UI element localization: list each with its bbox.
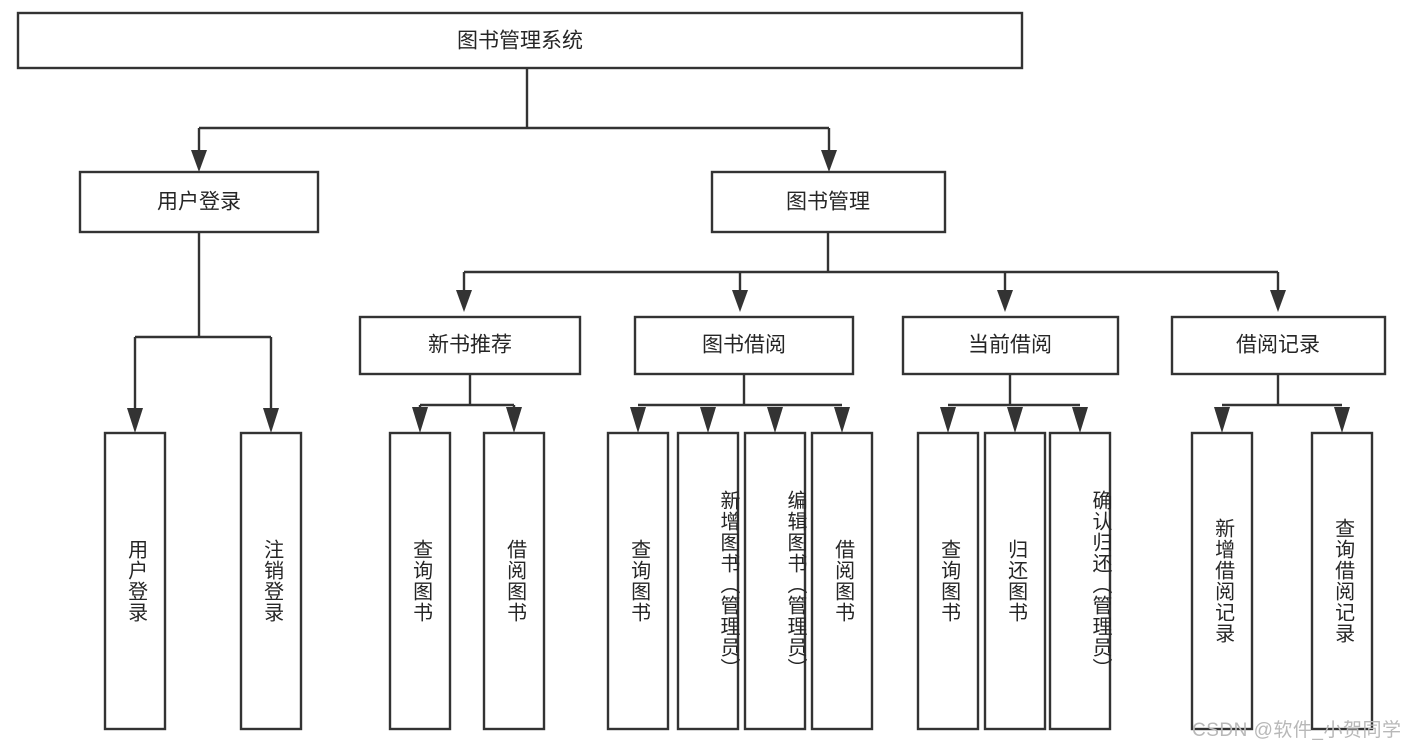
connector-book-borrow-to-leaves bbox=[630, 374, 850, 433]
connector-borrow-record-to-leaves bbox=[1214, 374, 1350, 433]
watermark-text: CSDN @软件_小贺同学 bbox=[1192, 720, 1402, 741]
node-current-borrow-label: 当前借阅 bbox=[968, 334, 1052, 357]
connector-user-login-to-leaves bbox=[127, 232, 279, 433]
leaf-box-query-book-bb[interactable] bbox=[606, 431, 670, 731]
node-root-box[interactable] bbox=[16, 11, 1024, 70]
arrow-head-icon bbox=[834, 407, 850, 433]
node-borrow-record[interactable]: 借阅记录 bbox=[1170, 315, 1387, 376]
arrow-head-icon bbox=[263, 408, 279, 433]
arrow-head-icon bbox=[940, 407, 956, 433]
arrow-head-icon bbox=[1214, 407, 1230, 433]
arrow-head-icon bbox=[412, 407, 428, 433]
arrow-head-icon bbox=[191, 150, 207, 172]
arrow-head-icon bbox=[700, 407, 716, 433]
leaf-box-query-book-nbr[interactable] bbox=[388, 431, 452, 731]
arrow-head-icon bbox=[630, 407, 646, 433]
arrow-head-icon bbox=[1072, 407, 1088, 433]
leaf-box-logout[interactable] bbox=[239, 431, 303, 731]
arrow-head-icon bbox=[1334, 407, 1350, 433]
connector-book-management-to-level3 bbox=[456, 232, 1286, 312]
node-user-login[interactable]: 用户登录 bbox=[78, 170, 320, 234]
node-current-borrow-box[interactable] bbox=[901, 315, 1120, 376]
leaf-box-add-borrow-record[interactable] bbox=[1190, 431, 1254, 731]
connector-root-to-level2 bbox=[191, 68, 837, 172]
leaf-box-query-borrow-record[interactable] bbox=[1310, 431, 1374, 731]
node-book-management-box[interactable] bbox=[710, 170, 947, 234]
arrow-head-icon bbox=[732, 290, 748, 312]
leaf-box-add-book[interactable] bbox=[676, 431, 740, 731]
node-new-book-recommend[interactable]: 新书推荐 bbox=[358, 315, 582, 376]
leaf-box-borrow-book-nbr[interactable] bbox=[482, 431, 546, 731]
arrow-head-icon bbox=[767, 407, 783, 433]
node-book-management-label: 图书管理 bbox=[786, 191, 870, 214]
node-borrow-record-label: 借阅记录 bbox=[1236, 334, 1320, 357]
leaf-box-borrow-book-bb[interactable] bbox=[810, 431, 874, 731]
connector-current-borrow-to-leaves bbox=[940, 374, 1088, 433]
node-new-book-recommend-label: 新书推荐 bbox=[428, 334, 512, 357]
arrow-head-icon bbox=[127, 408, 143, 433]
arrow-head-icon bbox=[997, 290, 1013, 312]
leaf-box-edit-book[interactable] bbox=[743, 431, 807, 731]
arrow-head-icon bbox=[821, 150, 837, 172]
node-book-borrow-box[interactable] bbox=[633, 315, 855, 376]
leaf-box-user-login[interactable] bbox=[103, 431, 167, 731]
node-user-login-label: 用户登录 bbox=[157, 191, 241, 214]
node-new-book-recommend-box[interactable] bbox=[358, 315, 582, 376]
node-borrow-record-box[interactable] bbox=[1170, 315, 1387, 376]
node-book-borrow[interactable]: 图书借阅 bbox=[633, 315, 855, 376]
leaf-box-confirm-return[interactable] bbox=[1048, 431, 1112, 731]
connector-new-book-recommend-to-leaves bbox=[412, 374, 522, 433]
node-root-label: 图书管理系统 bbox=[457, 30, 583, 53]
arrow-head-icon bbox=[506, 407, 522, 433]
node-book-management[interactable]: 图书管理 bbox=[710, 170, 947, 234]
arrow-head-icon bbox=[456, 290, 472, 312]
arrow-head-icon bbox=[1270, 290, 1286, 312]
node-current-borrow[interactable]: 当前借阅 bbox=[901, 315, 1120, 376]
leaf-box-query-book-cb[interactable] bbox=[916, 431, 980, 731]
arrow-head-icon bbox=[1007, 407, 1023, 433]
node-book-borrow-label: 图书借阅 bbox=[702, 334, 786, 357]
node-root[interactable]: 图书管理系统 bbox=[16, 11, 1024, 70]
leaf-box-return-book[interactable] bbox=[983, 431, 1047, 731]
